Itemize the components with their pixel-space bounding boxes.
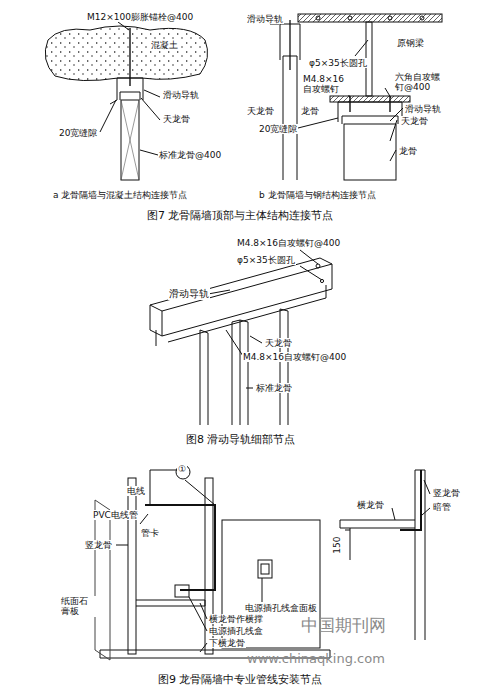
part-label: 龙骨: [300, 106, 320, 116]
part-label: M4.8×16自攻螺钉@400: [236, 238, 341, 248]
part-label: M12×100膨胀锚栓@400: [86, 12, 194, 22]
part-label: 天龙骨: [264, 338, 293, 348]
sub-caption: a 龙骨隔墙与混凝土结构连接节点: [52, 190, 188, 200]
part-label: 滑动导轨: [404, 104, 442, 114]
watermark: 中国期刊网: [300, 616, 387, 636]
part-label: M4.8×16自攻螺钉@400: [242, 352, 347, 362]
part-label: 下横龙骨: [208, 638, 246, 648]
part-label: 天龙骨: [400, 116, 429, 126]
part-label: φ5×35长圆孔: [236, 255, 296, 265]
part-label: 纸面石膏板: [60, 596, 96, 617]
figure-caption: 图8 滑动导轨细部节点: [185, 434, 297, 447]
part-label: 电源插孔线盒面板: [244, 603, 318, 613]
part-label: 六角自攻螺钉@400: [394, 72, 442, 93]
figure-caption: 图9 龙骨隔墙中专业管线安装节点: [157, 674, 324, 687]
sub-caption: b 龙骨隔墙与钢结构连接节点: [258, 190, 377, 200]
part-label: 滑动导轨: [162, 90, 200, 100]
callout-number: ①: [177, 464, 187, 474]
figure-caption: 图7 龙骨隔墙顶部与主体结构连接节点: [146, 210, 335, 223]
dimension: 150: [332, 536, 342, 555]
part-label: 滑动导轨: [168, 288, 210, 300]
part-label: 暗管: [432, 502, 452, 512]
part-label: 竖龙骨: [432, 488, 461, 498]
part-label: 标准龙骨@400: [158, 150, 222, 160]
dimension: 20宽缝隙: [258, 124, 298, 134]
part-label: 滑动导轨: [246, 14, 284, 24]
dimension: 20宽缝隙: [58, 128, 98, 138]
part-label: φ5×35长圆孔: [308, 58, 368, 68]
part-label: 龙骨: [398, 146, 418, 156]
watermark: www.chinaqking.com: [246, 652, 386, 667]
part-label: 天龙骨: [162, 114, 191, 124]
part-label: 横龙骨作横撑: [208, 614, 264, 624]
part-label: 管卡: [140, 528, 160, 538]
part-label: 电源插孔线盒: [208, 626, 264, 636]
part-label: PVC电线管: [92, 510, 139, 520]
part-label: 竖龙骨: [84, 540, 113, 550]
part-label: M4.8×16自攻螺钉: [302, 74, 350, 95]
part-label: 标准龙骨: [255, 383, 293, 393]
part-label: 天龙骨: [246, 106, 275, 116]
part-label: 横龙骨: [356, 500, 385, 510]
part-label: 电线: [126, 486, 146, 496]
part-label: 混凝土: [150, 40, 179, 50]
part-label: 原钢梁: [396, 38, 425, 48]
